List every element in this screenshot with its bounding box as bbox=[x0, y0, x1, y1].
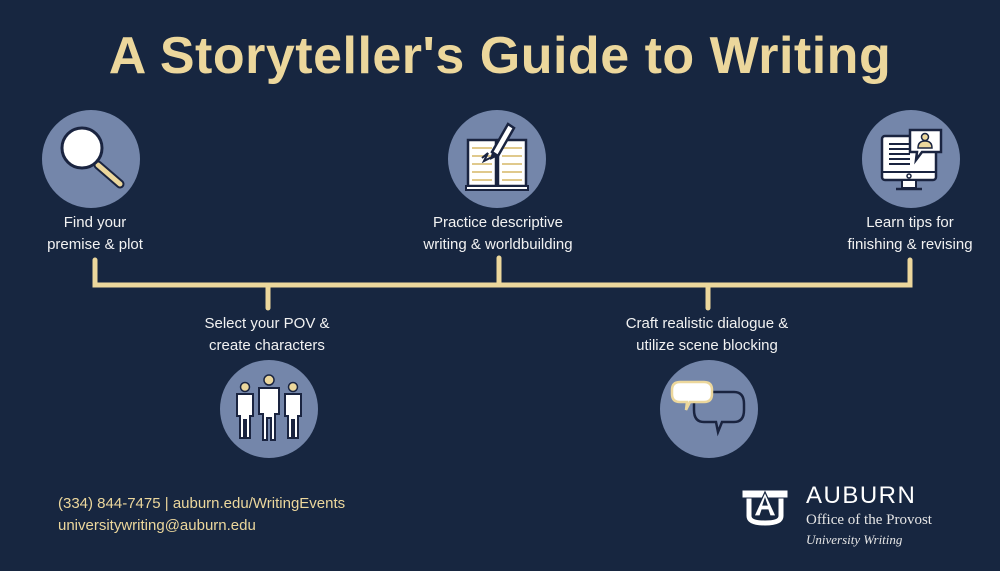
step-3-line-2: writing & worldbuilding bbox=[423, 236, 573, 253]
au-logo-mark-icon bbox=[741, 489, 789, 527]
step-3-line-1: Practice descriptive bbox=[432, 214, 564, 231]
step-2-line-2: create characters bbox=[209, 337, 325, 354]
step-5-label: Learn tips for finishing & revising bbox=[800, 212, 1000, 256]
contact-line-1: (334) 844-7475 | auburn.edu/WritingEvent… bbox=[58, 493, 345, 515]
step-4-label: Craft realistic dialogue & utilize scene… bbox=[597, 313, 817, 357]
step-1-line-2: premise & plot bbox=[47, 236, 143, 253]
step-1-line-1: Find your bbox=[63, 214, 127, 231]
page-title: A Storyteller's Guide to Writing bbox=[108, 27, 892, 85]
phone-number[interactable]: (334) 844-7475 bbox=[58, 495, 161, 512]
step-4-line-1: Craft realistic dialogue & bbox=[625, 315, 789, 332]
people-icon bbox=[236, 374, 302, 441]
timeline-bar bbox=[92, 257, 913, 288]
contact-separator: | bbox=[160, 495, 173, 512]
book-pencil-icon bbox=[465, 122, 529, 191]
step-2-circle bbox=[220, 360, 318, 458]
speech-bubbles-icon bbox=[670, 380, 746, 437]
auburn-logo: AUBURN Office of the Provost University … bbox=[740, 482, 970, 552]
website-link[interactable]: auburn.edu/WritingEvents bbox=[172, 495, 346, 512]
step-5-circle bbox=[862, 110, 960, 208]
magnifying-glass-icon bbox=[60, 126, 125, 189]
logo-unit: University Writing bbox=[806, 532, 903, 547]
step-1-label: Find your premise & plot bbox=[0, 212, 205, 256]
step-3-circle bbox=[448, 110, 546, 208]
step-2-label: Select your POV & create characters bbox=[157, 313, 377, 357]
step-3-label: Practice descriptive writing & worldbuil… bbox=[388, 212, 608, 256]
computer-chat-icon bbox=[880, 128, 943, 191]
step-4-line-2: utilize scene blocking bbox=[636, 337, 778, 354]
step-5-line-1: Learn tips for bbox=[866, 214, 954, 231]
email-link[interactable]: universitywriting@auburn.edu bbox=[58, 517, 256, 534]
step-1-circle bbox=[42, 110, 140, 208]
logo-name: AUBURN bbox=[806, 482, 917, 509]
step-5-line-2: finishing & revising bbox=[847, 236, 973, 253]
contact-info: (334) 844-7475 | auburn.edu/WritingEvent… bbox=[58, 493, 345, 537]
step-2-line-1: Select your POV & bbox=[204, 315, 330, 332]
step-4-circle bbox=[660, 360, 758, 458]
logo-office: Office of the Provost bbox=[806, 512, 932, 528]
